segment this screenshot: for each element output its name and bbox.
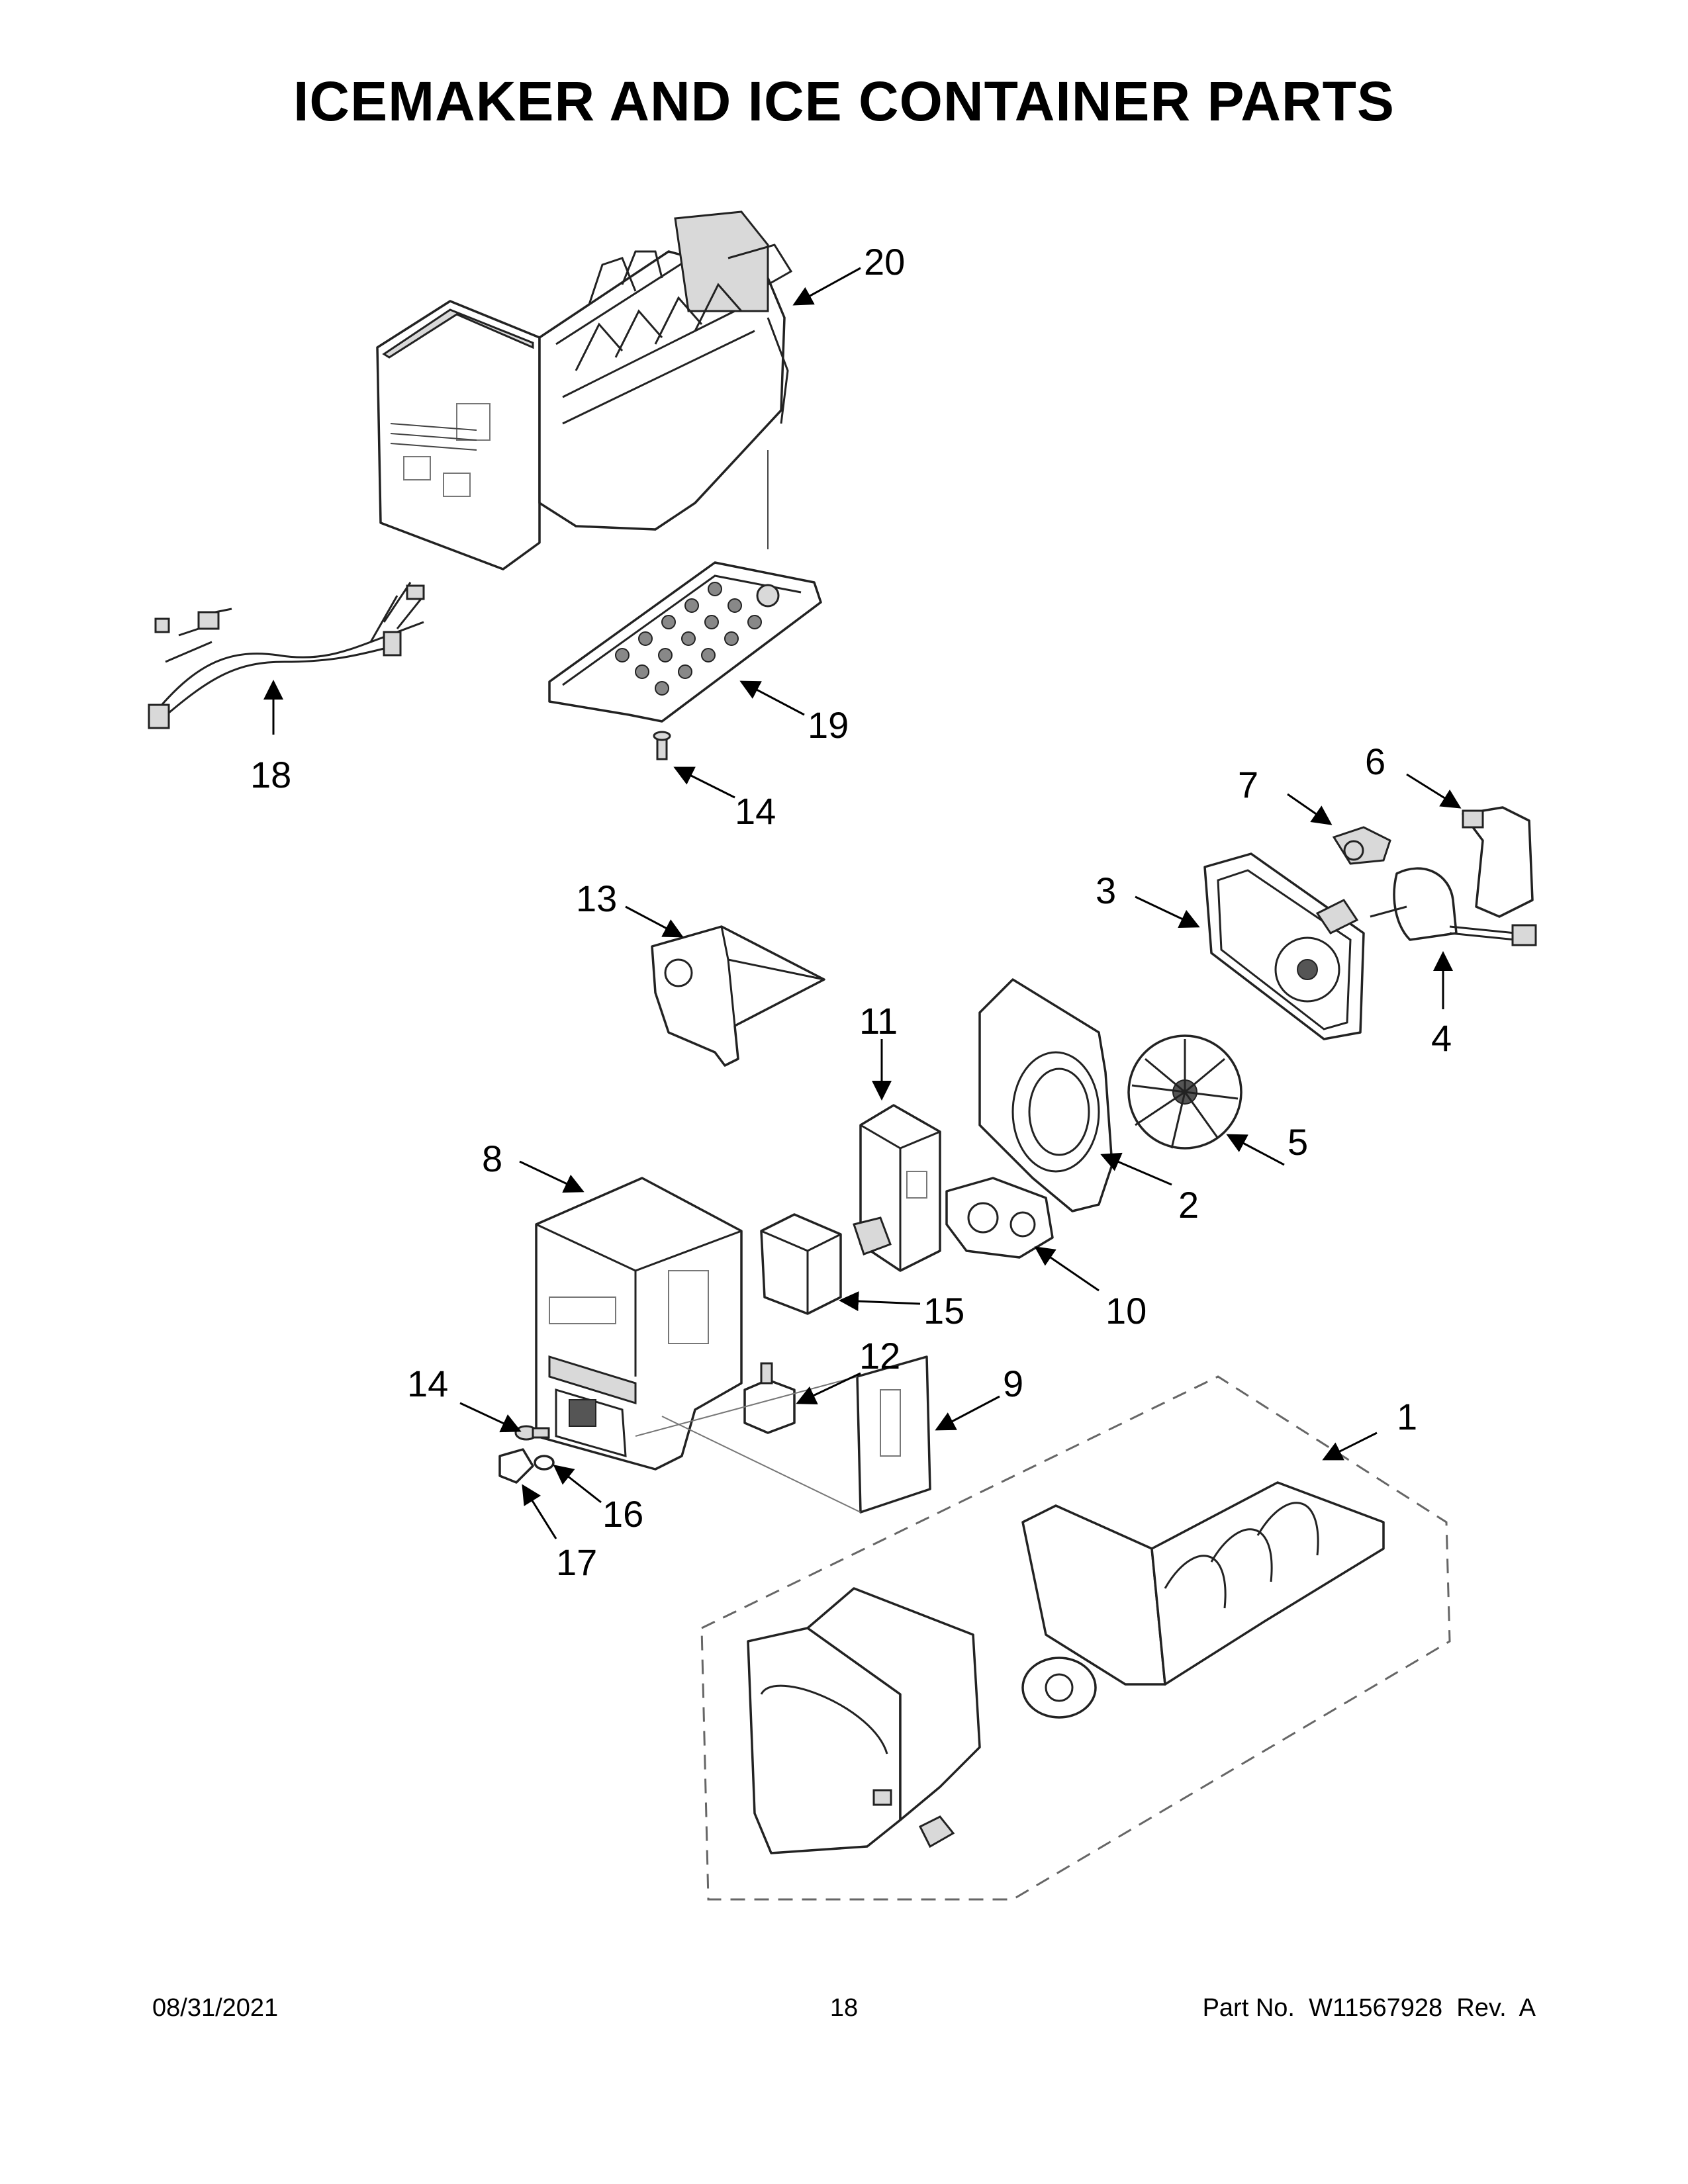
part-5-fan-blade [1127,1034,1243,1150]
callout-15: 15 [923,1290,964,1332]
part-6-bracket [1462,806,1534,918]
callout-20: 20 [864,241,905,283]
footer-part-number: Part No. W11567928 Rev. A [1202,1994,1536,2022]
callout-12: 12 [859,1335,900,1377]
callout-5: 5 [1288,1121,1308,1163]
callout-16: 16 [602,1493,643,1535]
callout-11: 11 [859,1000,898,1042]
part-14-screw-lower [514,1425,550,1441]
part-2-fan-housing [978,978,1113,1212]
callout-1: 1 [1397,1396,1417,1437]
part-14-screw-top [653,731,671,760]
part-1-ice-container-assembly [700,1375,1451,1901]
callout-7: 7 [1238,764,1258,805]
part-11-housing [853,1104,941,1272]
footer-date: 08/31/2021 [152,1994,279,2022]
part-4-fan-motor [1370,867,1537,946]
part-17-nut [498,1448,534,1484]
callout-17: 17 [556,1541,597,1583]
callout-14-lower: 14 [407,1363,448,1404]
part-20-icemaker-assembly [376,210,793,570]
part-12-solenoid [743,1362,796,1434]
callout-3: 3 [1096,870,1116,911]
callout-4: 4 [1431,1017,1452,1059]
part-13-chute [651,925,825,1067]
part-18-wire-harness [148,582,425,729]
part-16-washer [534,1455,555,1471]
callout-9: 9 [1003,1363,1023,1404]
callout-2: 2 [1178,1184,1199,1226]
part-19-mold-tray [548,561,822,723]
callout-19: 19 [808,704,849,746]
footer-page-number: 18 [829,1994,859,2022]
part-7-motor-mount [1332,826,1391,865]
part-3-fan-shroud [1203,852,1365,1040]
callout-13: 13 [576,878,617,919]
part-9-door-panel [635,1355,931,1514]
callout-6: 6 [1365,741,1385,782]
callout-18: 18 [250,754,291,796]
part-8-dispenser-housing [535,1177,743,1471]
part-10-gear-motor [945,1177,1054,1259]
callout-labels: 20 18 19 14 7 6 3 4 13 11 5 8 2 15 10 12… [250,241,1452,1583]
callout-10: 10 [1105,1290,1147,1332]
page-title: ICEMAKER AND ICE CONTAINER PARTS [293,70,1395,132]
part-15-bracket [760,1213,842,1315]
callout-8: 8 [482,1138,502,1179]
leader-arrows [263,267,1462,1539]
callout-14-top: 14 [735,790,776,832]
